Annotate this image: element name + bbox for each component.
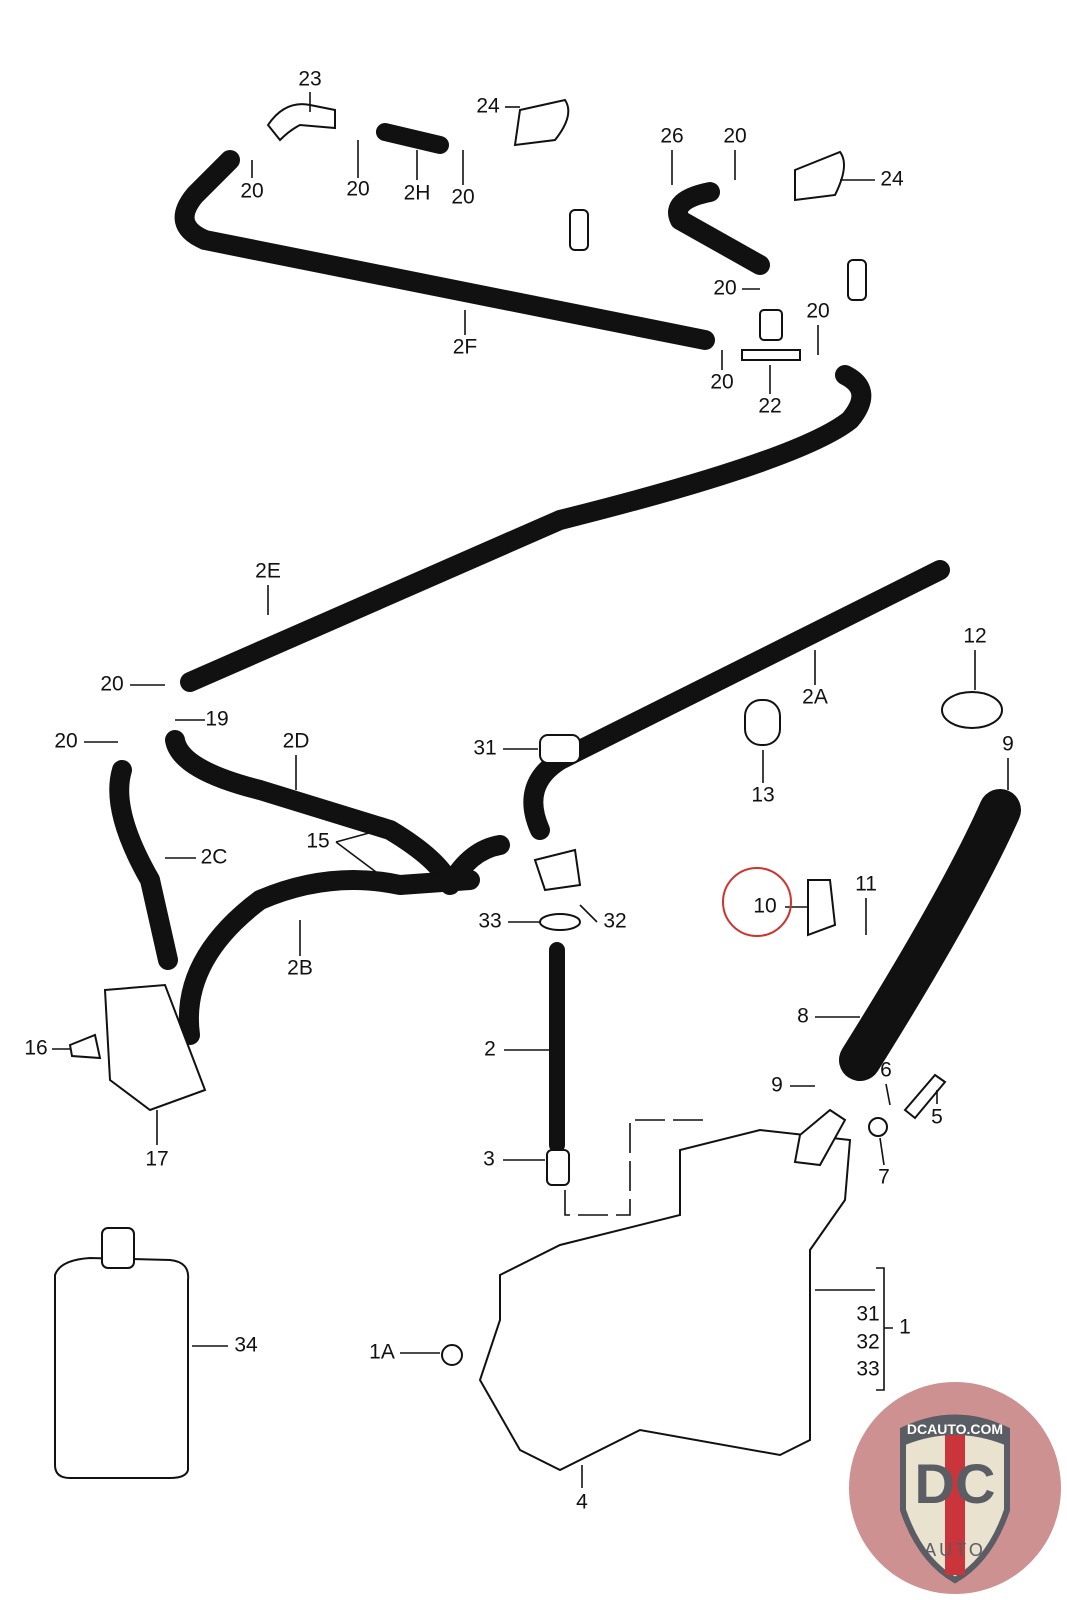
label-13: 13 xyxy=(751,784,774,807)
label-24: 24 xyxy=(476,95,500,118)
bolt-5 xyxy=(903,1073,947,1120)
label-22: 22 xyxy=(758,395,781,418)
label-20: 20 xyxy=(100,673,123,696)
label-20: 20 xyxy=(54,730,77,753)
nozzle-24-right xyxy=(794,150,845,202)
bottle-cap xyxy=(101,1227,135,1269)
label-32: 32 xyxy=(603,910,626,933)
label-2: 2 xyxy=(484,1038,496,1061)
label-group-32: 32 xyxy=(856,1331,879,1354)
label-15: 15 xyxy=(306,830,329,853)
label-4: 4 xyxy=(576,1491,588,1514)
label-9: 9 xyxy=(771,1074,783,1097)
label-group-33: 33 xyxy=(856,1358,879,1381)
hose-2C xyxy=(109,760,178,970)
label-2E: 2E xyxy=(255,560,281,583)
washer-7 xyxy=(868,1117,888,1137)
label-2C: 2C xyxy=(201,846,228,869)
label-2B: 2B xyxy=(287,957,313,980)
label-20: 20 xyxy=(723,125,746,148)
grommet-33 xyxy=(539,913,581,931)
label-7: 7 xyxy=(878,1166,890,1189)
bottle-34 xyxy=(54,1256,190,1479)
logo-letters: DC xyxy=(915,1452,996,1515)
label-24: 24 xyxy=(880,168,904,191)
label-23: 23 xyxy=(298,68,321,91)
logo-top-text: DCAUTO.COM xyxy=(907,1421,1003,1437)
clip-13 xyxy=(744,699,781,746)
label-20: 20 xyxy=(240,180,263,203)
dashed-link xyxy=(564,1119,705,1216)
label-2H: 2H xyxy=(404,182,431,205)
plug-16 xyxy=(68,1033,102,1060)
connector-23 xyxy=(266,103,336,142)
label-10: 10 xyxy=(753,895,776,918)
bracket-10 xyxy=(807,879,837,937)
label-1A: 1A xyxy=(369,1341,395,1364)
label-20: 20 xyxy=(346,178,369,201)
leader-lines xyxy=(52,92,1009,1488)
t-piece-22-stem xyxy=(741,349,801,361)
hose-2D xyxy=(165,730,510,895)
callout-labels: 23 20 20 2H 20 24 26 20 24 20 20 2F 20 2… xyxy=(24,68,1014,1514)
label-16: 16 xyxy=(24,1037,47,1060)
label-2F: 2F xyxy=(453,336,478,359)
filler-neck xyxy=(793,1108,847,1167)
hose-8 xyxy=(839,789,1021,1081)
nut-31 xyxy=(539,734,581,764)
hose-2A xyxy=(523,560,950,840)
pump-17 xyxy=(103,983,207,1112)
logo-sub-text: AUTO xyxy=(924,1540,986,1560)
label-20: 20 xyxy=(713,277,736,300)
label-8: 8 xyxy=(797,1005,809,1028)
label-31: 31 xyxy=(473,737,496,760)
label-17: 17 xyxy=(145,1148,168,1171)
hose-26 xyxy=(668,182,770,275)
label-5: 5 xyxy=(931,1106,943,1129)
nozzle-stem-left xyxy=(569,209,589,251)
label-20: 20 xyxy=(710,371,733,394)
hose-2E xyxy=(180,365,872,692)
label-2A: 2A xyxy=(802,686,828,709)
label-20: 20 xyxy=(451,186,474,209)
label-3: 3 xyxy=(483,1148,495,1171)
label-12: 12 xyxy=(963,625,986,648)
label-group-31: 31 xyxy=(856,1303,879,1326)
label-2D: 2D xyxy=(283,730,310,753)
label-9: 9 xyxy=(1002,733,1014,756)
label-6: 6 xyxy=(880,1059,892,1082)
connector-3 xyxy=(546,1149,570,1186)
hoses xyxy=(109,123,1021,1153)
cap-12 xyxy=(941,691,1003,729)
hose-2B xyxy=(178,870,480,1045)
nozzle-stem-right xyxy=(847,259,867,301)
nozzle-24-left xyxy=(513,98,570,147)
label-11: 11 xyxy=(855,873,877,896)
label-34: 34 xyxy=(234,1334,258,1357)
bolt-1A xyxy=(441,1344,463,1366)
label-19: 19 xyxy=(205,708,228,731)
label-26: 26 xyxy=(660,125,683,148)
label-33: 33 xyxy=(478,910,501,933)
label-20: 20 xyxy=(806,300,829,323)
label-1: 1 xyxy=(899,1316,911,1339)
reservoir-4 xyxy=(478,1128,852,1472)
highlight-circle xyxy=(722,867,792,937)
hose-2H xyxy=(376,123,449,154)
t-piece-22 xyxy=(759,309,783,341)
parts xyxy=(54,98,1003,1479)
pump-32 xyxy=(533,848,582,892)
hose-2F xyxy=(174,150,715,350)
dcauto-logo: DCAUTO.COM DC AUTO xyxy=(849,1382,1061,1594)
